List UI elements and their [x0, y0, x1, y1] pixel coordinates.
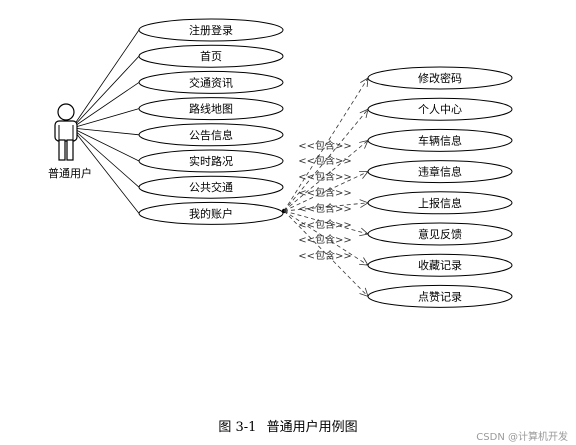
actor-leg-left — [58, 139, 66, 161]
use-case-ellipse — [138, 123, 284, 147]
use-case-label: 注册登录 — [189, 23, 233, 37]
include-use-case-label: 个人中心 — [418, 103, 462, 116]
actor-label: 普通用户 — [48, 166, 92, 180]
association-line — [71, 127, 140, 136]
include-stereotype-label: <<包含>> — [298, 154, 352, 167]
include-use-case-ellipse — [367, 284, 513, 308]
use-case-label: 交通资讯 — [189, 75, 233, 89]
figure-title: 普通用户用例图 — [266, 420, 358, 435]
use-case-label: 我的账户 — [189, 206, 233, 220]
watermark: CSDN @计算机开发 — [476, 432, 568, 443]
association-line — [71, 55, 140, 129]
include-use-case-ellipse — [367, 97, 513, 121]
include-use-case-label: 修改密码 — [418, 71, 462, 85]
include-line — [283, 108, 369, 212]
include-use-case-ellipse — [367, 253, 513, 277]
use-case-label: 实时路况 — [189, 154, 233, 168]
include-use-case-label: 收藏记录 — [418, 258, 462, 272]
association-lines — [71, 29, 140, 214]
include-use-case-label: 意见反馈 — [418, 227, 462, 241]
include-use-case-label: 上报信息 — [418, 196, 462, 210]
use-case-ellipse — [138, 70, 284, 94]
use-case-label: 公告信息 — [189, 128, 233, 142]
use-case-label: 公共交通 — [189, 180, 233, 194]
include-use-case-ellipse — [367, 160, 513, 184]
use-case-ellipse — [138, 44, 284, 68]
include-use-case-label: 车辆信息 — [418, 133, 462, 147]
include-line — [283, 77, 369, 212]
use-case-ellipse — [138, 175, 284, 199]
association-line — [71, 127, 140, 162]
include-stereotype-label: <<包含>> — [298, 202, 352, 215]
include-use-case-ellipse — [367, 128, 513, 152]
use-case-ellipse — [138, 149, 284, 173]
actor-leg-right — [66, 139, 74, 161]
association-line — [71, 108, 140, 129]
include-stereotype-label: <<包含>> — [298, 186, 352, 199]
include-line — [283, 210, 369, 266]
include-use-case-label: 违章信息 — [418, 165, 462, 179]
include-use-case-ellipse — [367, 191, 513, 215]
figure-number: 图 3-1 — [218, 420, 257, 435]
figure-caption: 图 3-1 普通用户用例图 — [0, 416, 576, 435]
use-case-ellipse — [138, 201, 284, 225]
include-use-case-label: 点赞记录 — [418, 290, 462, 303]
actor-figure: 普通用户 — [48, 103, 92, 180]
include-label-group: <<包含>> <<包含>> <<包含>> <<包含>> <<包含>> <<包含>> <<包含… — [298, 139, 352, 262]
use-case-ellipse — [138, 18, 284, 42]
include-line — [283, 199, 369, 212]
include-stereotype-label: <<包含>> — [298, 249, 352, 262]
use-case-label: 首页 — [200, 49, 222, 63]
include-lines — [281, 77, 369, 298]
association-line — [71, 82, 140, 129]
use-case-ellipse — [138, 97, 284, 121]
include-use-case-ellipse — [367, 222, 513, 246]
include-line — [283, 210, 369, 298]
include-line — [283, 139, 369, 212]
include-stereotype-label: <<包含>> — [298, 170, 352, 183]
include-stereotype-label: <<包含>> — [298, 233, 352, 246]
include-line — [283, 210, 369, 237]
actor-body — [54, 120, 78, 142]
use-case-label: 路线地图 — [189, 102, 233, 116]
association-line — [71, 127, 140, 188]
association-line — [71, 29, 140, 129]
include-stereotype-label: <<包含>> — [298, 218, 352, 231]
include-line — [283, 170, 369, 212]
association-line — [71, 127, 140, 214]
include-use-case-ellipse — [367, 66, 513, 90]
include-stereotype-label: <<包含>> — [298, 139, 352, 152]
actor-head — [57, 103, 75, 121]
